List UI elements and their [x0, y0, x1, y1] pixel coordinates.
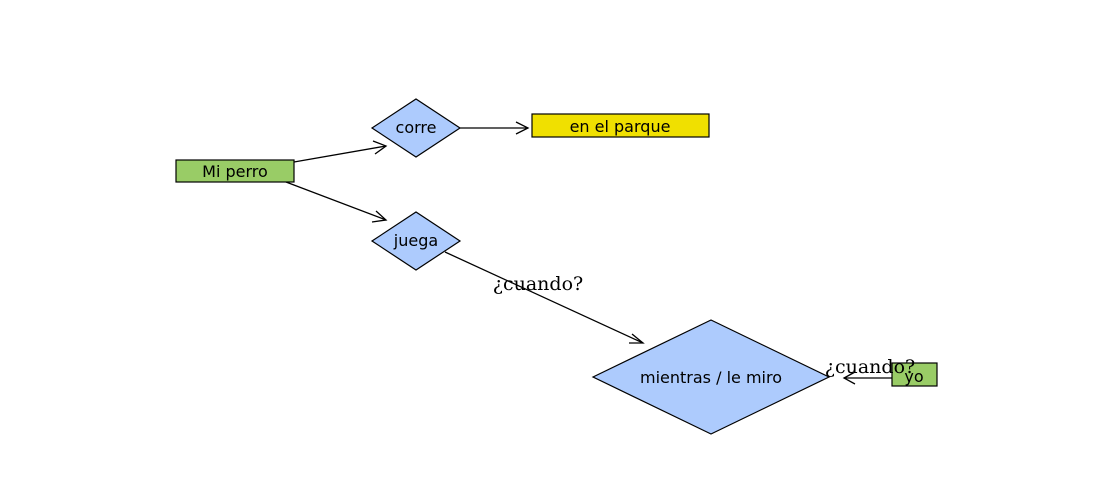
node-en-el-parque-label: en el parque: [570, 117, 671, 136]
node-corre-label: corre: [396, 118, 437, 137]
edge-yo-mientras: [842, 371, 892, 385]
node-yo: yo: [891, 362, 938, 387]
edge-mi-perro-corre: [293, 140, 388, 163]
node-mi-perro-label: Mi perro: [202, 162, 268, 181]
edge-mi-perro-juega: [285, 181, 388, 223]
edge-corre-en-el-parque: [460, 121, 530, 135]
edge-label-yo-mientras: ¿cuando?: [825, 356, 915, 378]
node-yo-label: yo: [904, 367, 923, 386]
node-en-el-parque: en el parque: [531, 113, 710, 138]
edge-label-juega-mientras: ¿cuando?: [493, 273, 583, 295]
node-juega-label: juega: [393, 231, 438, 250]
node-juega: juega: [370, 211, 462, 271]
node-mientras: mientras / le miro: [591, 319, 831, 435]
node-mientras-label: mientras / le miro: [640, 368, 782, 387]
edge-juega-mientras: ¿cuando?: [444, 251, 645, 344]
node-corre: corre: [370, 98, 462, 158]
node-mi-perro: Mi perro: [175, 159, 295, 183]
